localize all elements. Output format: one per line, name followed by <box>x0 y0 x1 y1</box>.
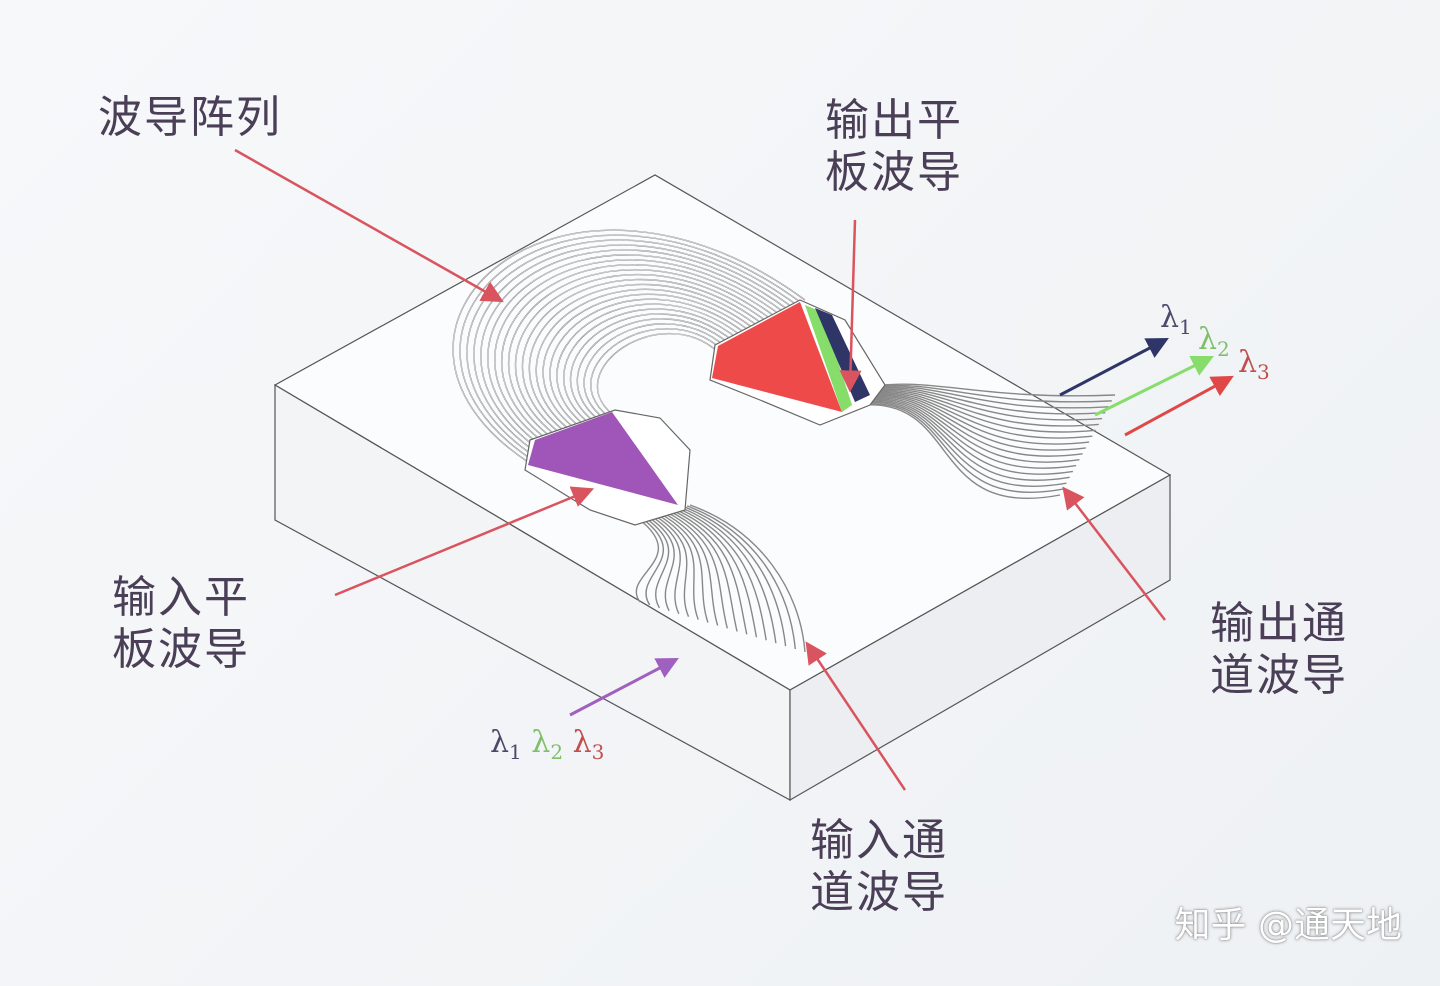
input-channel-waveguide <box>672 509 748 635</box>
input-channel-waveguide <box>648 516 675 612</box>
input-channel-waveguide <box>675 508 758 638</box>
input-fan <box>528 412 678 505</box>
input-channel-waveguide <box>669 510 738 632</box>
input-channel-waveguide <box>645 517 670 609</box>
output-channel-waveguide <box>876 392 1093 439</box>
input-wavelengths: λ1 λ2 λ3 <box>490 725 604 764</box>
input-light-arrow <box>569 657 679 717</box>
array-waveguide-highlight <box>549 298 748 431</box>
input-channel-waveguide <box>642 518 665 606</box>
input-channel-waveguide <box>686 505 796 650</box>
label-output-slab: 输出平 板波导 <box>825 95 963 199</box>
output-channel-waveguide <box>883 384 1112 403</box>
label-line: 道波导 <box>1210 650 1348 701</box>
lambda-2: λ2 <box>531 725 564 764</box>
input-channel-waveguide <box>666 511 729 629</box>
output-channel-waveguide <box>867 401 1067 488</box>
array-waveguide-highlight <box>473 244 793 456</box>
output-lambda-3: λ3 <box>1238 345 1270 384</box>
output-light-arrow <box>1059 337 1169 397</box>
label-output-channel: 输出通 道波导 <box>1210 598 1348 702</box>
output-lambda-1: λ1 <box>1160 300 1192 339</box>
pointer-arrow <box>1062 486 1166 621</box>
input-channel-waveguide <box>651 515 681 615</box>
output-channel-waveguide <box>884 383 1116 397</box>
output-channel-waveguide <box>877 391 1096 433</box>
output-channel-waveguide <box>880 388 1103 421</box>
pointer-arrow <box>839 219 862 393</box>
output-channel-waveguide <box>869 399 1074 475</box>
label-input-slab: 输入平 板波导 <box>112 572 250 676</box>
output-channel-waveguide <box>875 393 1090 445</box>
output-light-arrow <box>1124 375 1234 437</box>
pointer-arrow <box>805 641 907 791</box>
output-channel-waveguide <box>874 394 1086 451</box>
input-channel-waveguide <box>677 507 767 641</box>
label-line: 板波导 <box>825 147 963 198</box>
output-fan <box>712 302 842 412</box>
pointer-arrow <box>334 486 595 597</box>
label-line: 板波导 <box>112 624 250 675</box>
output-channel-waveguide <box>879 389 1099 427</box>
input-channel-waveguide <box>657 514 699 620</box>
input-channel-waveguide <box>660 513 709 623</box>
label-line: 输入平 <box>112 572 250 623</box>
lambda-3: λ3 <box>572 725 605 764</box>
label-line: 道波导 <box>810 867 948 918</box>
output-channel-waveguide <box>882 386 1109 409</box>
label-input-channel: 输入通 道波导 <box>810 815 948 919</box>
input-channel-waveguide <box>654 514 690 617</box>
output-channel-waveguide <box>873 396 1083 457</box>
output-channel-waveguide <box>868 400 1070 481</box>
label-line: 输出平 <box>825 95 963 146</box>
output-light-arrow <box>1094 355 1214 417</box>
label-line: 输出通 <box>1210 598 1348 649</box>
output-channel-waveguide <box>881 387 1106 415</box>
input-channel-waveguide <box>689 504 806 653</box>
input-channel-waveguide <box>663 512 719 626</box>
output-channel-waveguide <box>866 403 1064 494</box>
input-channel-waveguide <box>635 519 660 603</box>
array-waveguide-highlight <box>480 249 789 454</box>
output-lambda-2: λ2 <box>1198 322 1230 361</box>
label-line: 输入通 <box>810 815 948 866</box>
input-channel-waveguide <box>683 506 787 647</box>
output-channel-waveguide <box>864 404 1061 500</box>
watermark: 知乎 @通天地 <box>1174 905 1402 946</box>
input-channel-waveguide <box>680 507 777 644</box>
pointer-arrow <box>234 148 504 303</box>
chip-side-face <box>789 473 1171 802</box>
output-channel-waveguide <box>872 397 1080 463</box>
label-waveguide-array: 波导阵列 <box>98 92 282 143</box>
lambda-1: λ1 <box>490 725 522 764</box>
output-channel-waveguide <box>870 398 1077 469</box>
